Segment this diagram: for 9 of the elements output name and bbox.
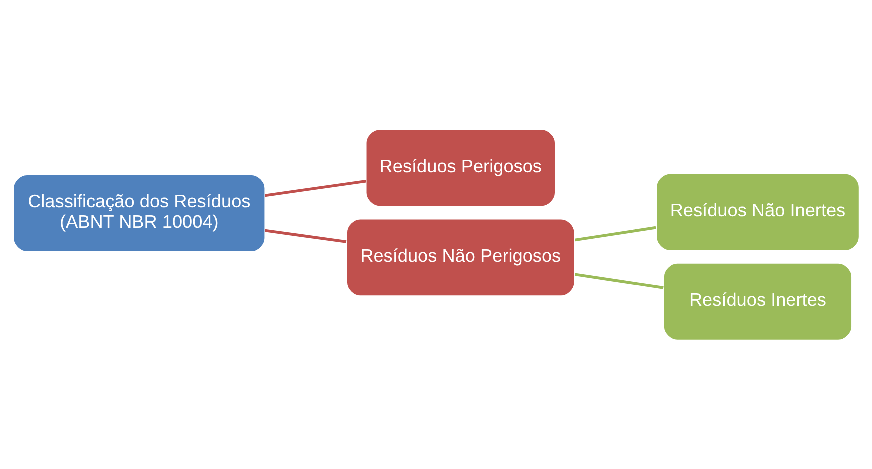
node-box: Resíduos Inertes	[662, 262, 852, 341]
node-box: Classificação dos Resíduos (ABNT NBR 10004)	[12, 174, 266, 252]
connector	[574, 272, 664, 289]
connector	[264, 179, 366, 197]
node-box: Resíduos Perigosos	[365, 128, 556, 207]
node-box: Resíduos Não Inertes	[655, 172, 860, 251]
connector	[574, 226, 656, 242]
node-box: Resíduos Não Perigosos	[346, 218, 575, 296]
connector	[264, 228, 346, 243]
